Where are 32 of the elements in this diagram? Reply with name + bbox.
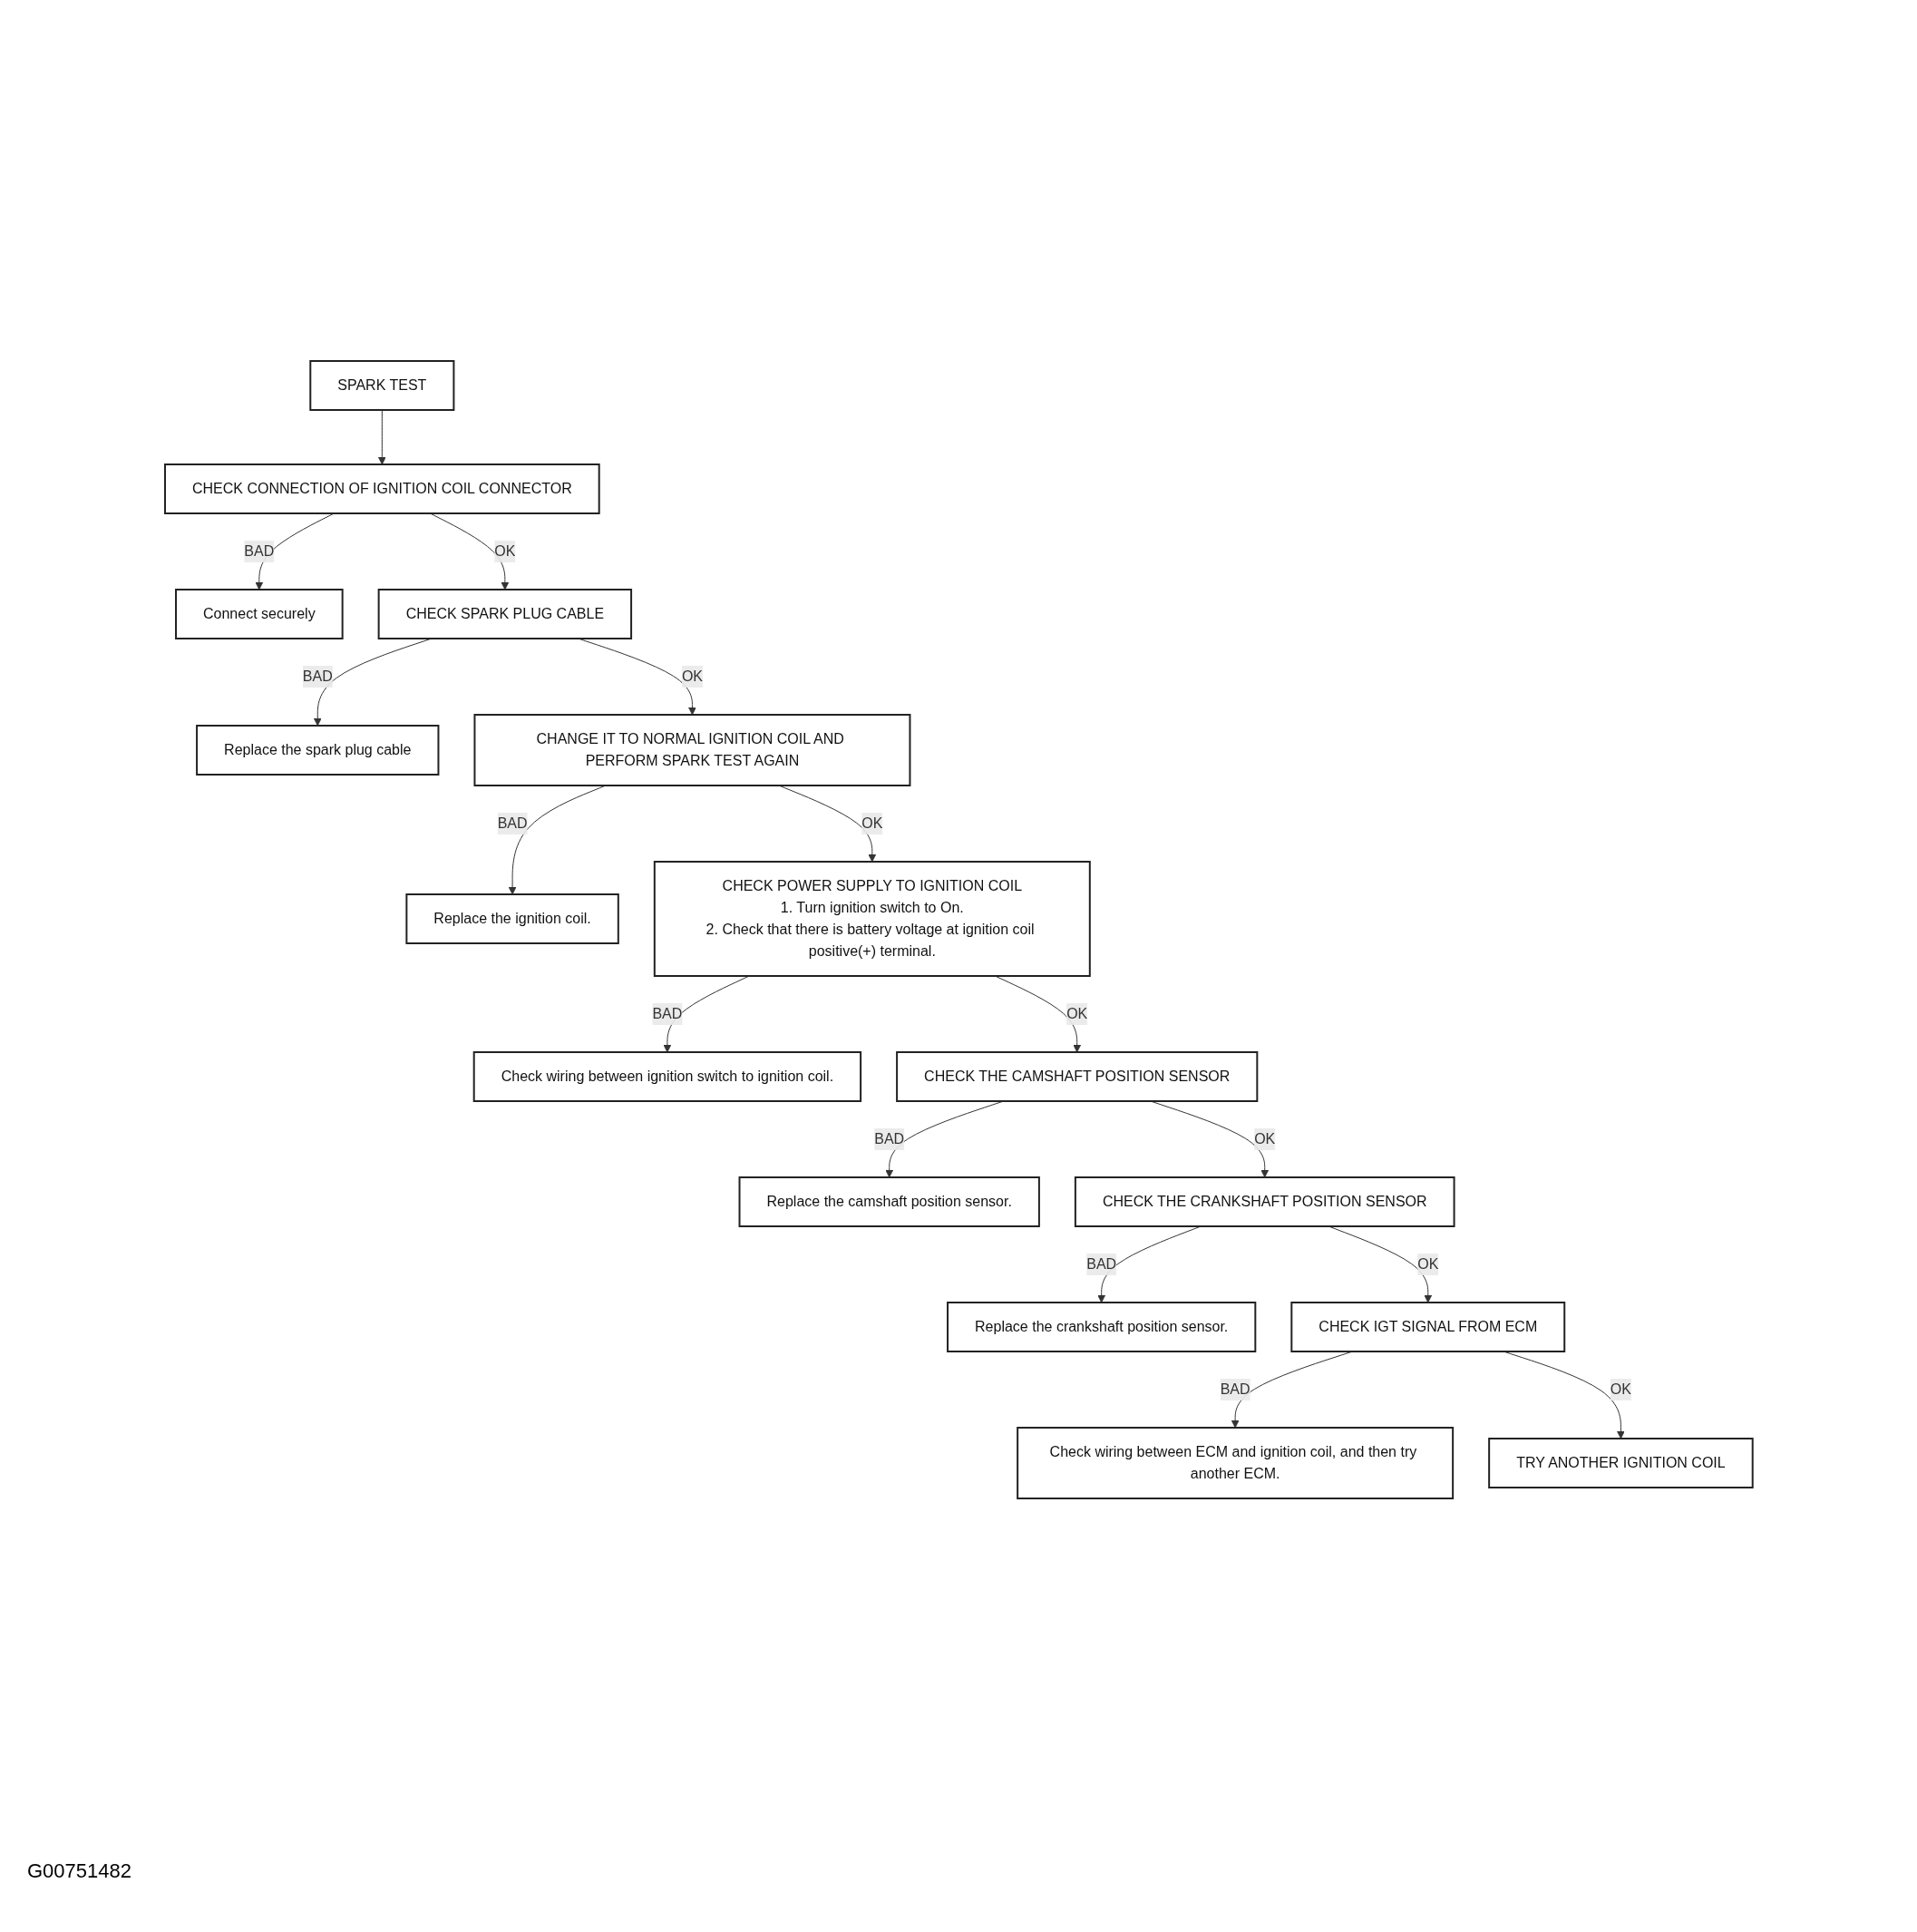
node-box: CHECK CONNECTION OF IGNITION COIL CONNECTOR bbox=[163, 463, 600, 514]
node-box: CHECK THE CAMSHAFT POSITION SENSOR bbox=[895, 1051, 1258, 1102]
node-box: CHANGE IT TO NORMAL IGNITION COIL AND PERFORM SPARK TEST AGAIN bbox=[473, 714, 911, 786]
edge-label: BAD bbox=[1085, 1256, 1116, 1272]
edge-label: BAD bbox=[652, 1006, 682, 1021]
edge-label: BAD bbox=[1220, 1381, 1250, 1397]
node-box: Replace the camshaft position sensor. bbox=[738, 1176, 1040, 1227]
edge-label: OK bbox=[1610, 1381, 1631, 1397]
edge-label: BAD bbox=[244, 543, 274, 559]
edge-label: OK bbox=[493, 543, 516, 559]
node-box: CHECK IGT SIGNAL FROM ECM bbox=[1289, 1302, 1565, 1352]
node-box: Replace the crankshaft position sensor. bbox=[946, 1302, 1256, 1352]
edge-label: OK bbox=[1416, 1256, 1438, 1272]
edge-label: OK bbox=[1253, 1131, 1275, 1147]
figure-code: G00751482 bbox=[27, 1859, 132, 1883]
edge-label: BAD bbox=[302, 668, 333, 684]
node-box: CHECK THE CRANKSHAFT POSITION SENSOR bbox=[1074, 1176, 1455, 1227]
node-box: Replace the ignition coil. bbox=[405, 893, 619, 944]
node-box: CHECK POWER SUPPLY TO IGNITION COIL 1. Turn ignition switch to On. 2. Check that there is battery voltage at ignition coil positive(+) terminal. bbox=[653, 861, 1091, 977]
node-box: TRY ANOTHER IGNITION COIL bbox=[1487, 1438, 1754, 1488]
node-box: Check wiring between ignition switch to ignition coil. bbox=[472, 1051, 861, 1102]
node-box: SPARK TEST bbox=[308, 360, 455, 411]
edge-label: OK bbox=[681, 668, 703, 684]
edge-label: OK bbox=[861, 815, 883, 831]
arrow bbox=[377, 409, 386, 465]
edge-label: BAD bbox=[497, 815, 528, 831]
edge-label: BAD bbox=[873, 1131, 904, 1147]
node-box: Replace the spark plug cable bbox=[195, 725, 440, 776]
node-box: Connect securely bbox=[174, 589, 344, 639]
node-box: Check wiring between ECM and ignition coil, and then try another ECM. bbox=[1016, 1427, 1454, 1499]
node-box: CHECK SPARK PLUG CABLE bbox=[377, 589, 632, 639]
edge-label: OK bbox=[1066, 1006, 1087, 1021]
